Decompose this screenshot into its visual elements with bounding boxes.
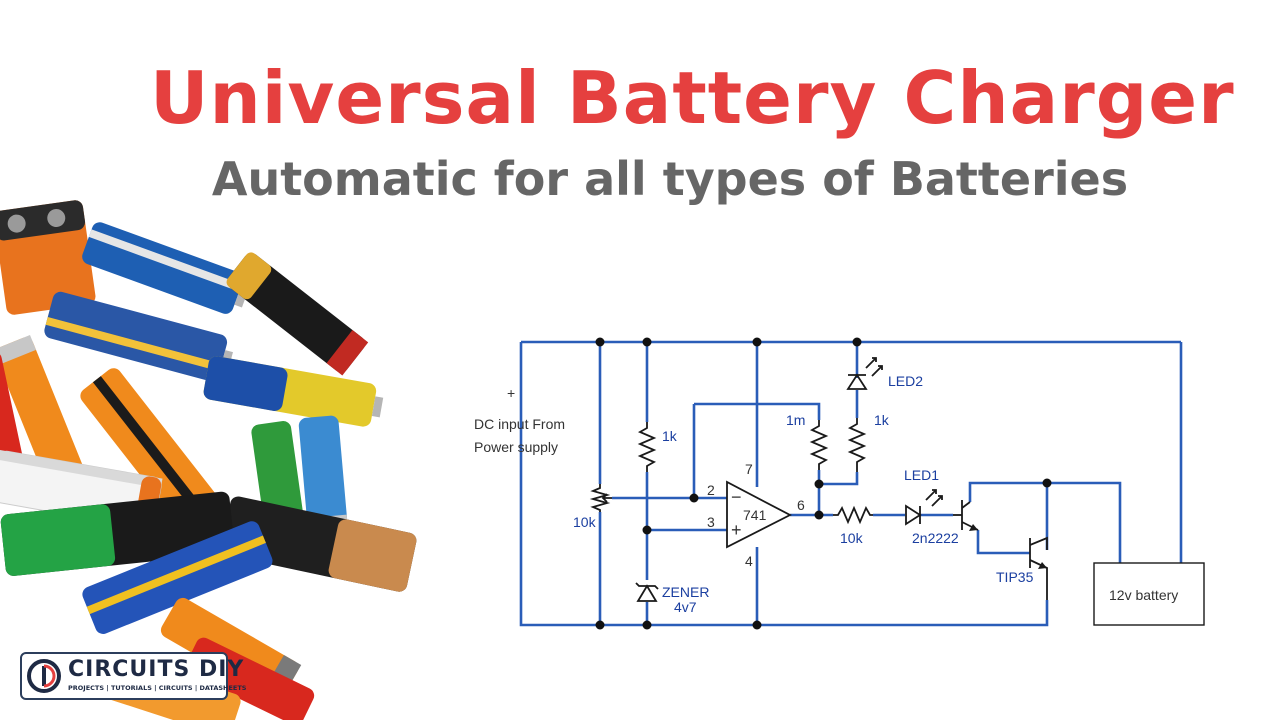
- opamp-minus-sign: −: [731, 487, 742, 507]
- input-label-line-2: Power supply: [474, 439, 558, 455]
- battery-red: [0, 351, 24, 474]
- transistor-2n2222: [953, 500, 979, 531]
- battery-yellow-blue: [203, 356, 384, 427]
- zener-value-label: 4v7: [674, 599, 697, 615]
- led1-label: LED1: [904, 467, 939, 483]
- resistor-1m-label: 1m: [786, 412, 805, 428]
- potentiometer-10k: [589, 484, 611, 512]
- resistor-1k-led: [847, 418, 867, 472]
- pin-6-label: 6: [797, 497, 805, 513]
- q2-label: TIP35: [996, 569, 1034, 585]
- resistor-10k-label: 10k: [840, 530, 864, 546]
- wires: [519, 340, 1183, 627]
- battery-duracell: [221, 496, 417, 592]
- led1: [905, 489, 943, 526]
- pin-4-label: 4: [745, 553, 753, 569]
- opamp-plus-sign: +: [731, 520, 742, 540]
- opamp-741: [726, 480, 792, 549]
- page-title: Universal Battery Charger: [150, 56, 1235, 140]
- resistor-1m: [809, 420, 829, 470]
- zener-label: ZENER: [662, 584, 709, 600]
- battery-orange-1: [0, 335, 84, 487]
- pin-7-label: 7: [745, 461, 753, 477]
- pin-3-label: 3: [707, 514, 715, 530]
- pot-label: 10k: [573, 514, 597, 530]
- resistor-10k: [833, 505, 873, 525]
- battery-blue-3: [82, 521, 273, 634]
- logo-name: CIRCUITS DIY: [68, 657, 245, 682]
- transistor-tip35: [1029, 536, 1048, 600]
- pin-2-label: 2: [707, 482, 715, 498]
- input-label-line-1: DC input From: [474, 416, 565, 432]
- opamp-label: 741: [743, 507, 767, 523]
- battery-alkaline: [226, 252, 369, 376]
- resistor-1k: [637, 422, 657, 472]
- circuits-diy-logo: CIRCUITS DIY PROJECTS | TUTORIALS | CIRC…: [20, 652, 246, 700]
- q1-label: 2n2222: [912, 530, 959, 546]
- led2: [846, 357, 883, 390]
- battery-12v-box: [1093, 562, 1205, 626]
- input-plus-sign: +: [507, 385, 515, 401]
- zener-diode: [635, 582, 659, 602]
- led2-label: LED2: [888, 373, 923, 389]
- logo-tagline: PROJECTS | TUTORIALS | CIRCUITS | DATASH…: [68, 684, 247, 692]
- battery-9v: [0, 200, 96, 315]
- battery-12v-label: 12v battery: [1109, 587, 1178, 603]
- logo-mark-icon: [27, 659, 61, 693]
- potentiometer-wiper: [601, 493, 612, 503]
- resistor-1k-label: 1k: [662, 428, 678, 444]
- page-subtitle: Automatic for all types of Batteries: [211, 152, 1129, 206]
- battery-pile-illustration: [0, 200, 417, 720]
- junction-dots: [595, 337, 1052, 630]
- resistor-1k-led-label: 1k: [874, 412, 890, 428]
